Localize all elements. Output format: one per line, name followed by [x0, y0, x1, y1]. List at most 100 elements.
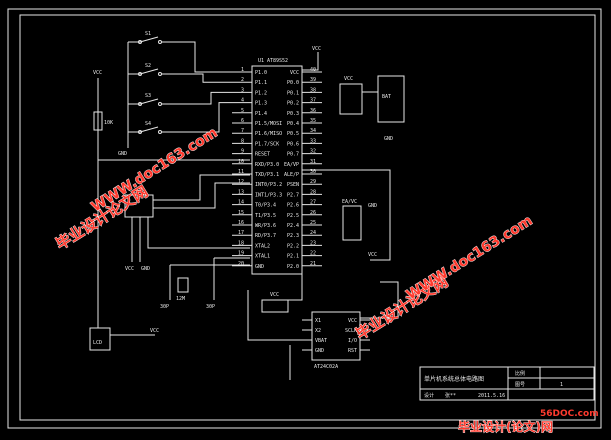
mcu-right-pin-number: 27 — [310, 200, 316, 206]
rtc-vcc-wire — [360, 281, 399, 319]
mcu-left-pin-number: 10 — [238, 159, 244, 165]
mcu-right-pin-name: P2.2 — [287, 243, 299, 249]
connector-vcc-label: VCC — [125, 266, 134, 272]
battery-holder — [377, 75, 405, 123]
switch-contact — [139, 36, 159, 43]
switch-label: S3 — [145, 93, 151, 99]
mcu-left-pin-number: 16 — [238, 220, 244, 226]
mcu-right-pin-number: 28 — [310, 189, 316, 195]
switch-gnd-label: GND — [118, 151, 127, 157]
mcu-left-pin-name: P1.6/MISO — [255, 131, 282, 137]
rtc-left-pin-name: VBAT — [315, 338, 327, 344]
power-gnd-label: GND — [384, 136, 393, 142]
mcu-left-pin-name: INT0/P3.2 — [255, 182, 282, 188]
mcu-left-pin-number: 13 — [238, 189, 244, 195]
lcd-header — [89, 327, 111, 351]
mcu-right-pin-name: P0.7 — [287, 152, 299, 158]
serial-wire-rx — [153, 174, 250, 201]
switch-wire — [161, 41, 232, 73]
mcu-left-pin-number: 7 — [241, 128, 244, 134]
mcu-right-pin-name: P0.3 — [287, 111, 299, 117]
mcu-right-pin-number: 32 — [310, 149, 316, 155]
crystal-label: 12M — [176, 296, 185, 302]
mcu-left-pin-name: P1.5/MOSI — [255, 121, 282, 127]
mcu-left-pin-name: P1.3 — [255, 101, 267, 107]
site-logo-cn: 毕业设计(论文)网 — [458, 419, 553, 434]
mcu-right-pin-number: 21 — [310, 261, 316, 267]
switch-contact — [139, 68, 159, 75]
drawing-title: 单片机系统总体电路图 — [424, 375, 484, 383]
mcu-right-pin-number: 29 — [310, 179, 316, 185]
mcu-right-pin-name: P2.6 — [287, 203, 299, 209]
mcu-vcc-wire — [302, 52, 319, 71]
mcu-right-pin-name: ALE/P — [284, 172, 299, 178]
mcu-right-pin-name: P0.1 — [287, 90, 299, 96]
mcu-right-pin-number: 26 — [310, 210, 316, 216]
rtc-left-wire — [247, 290, 312, 341]
ea-jumper-label: EA/VC — [342, 199, 357, 205]
rtc-left-pin-name: X2 — [315, 328, 321, 334]
mcu-left-pin-name: P1.7/SCK — [255, 141, 279, 147]
ea-gnd-label: GND — [368, 203, 377, 209]
mcu-left-pin-number: 17 — [238, 230, 244, 236]
lcd-label: LCD — [93, 340, 102, 346]
mcu-left-pin-name: P1.4 — [255, 111, 267, 117]
mcu-right-pin-name: P0.6 — [287, 141, 299, 147]
rtc-part: AT24C02A — [314, 364, 338, 370]
mcu-right-pin-number: 33 — [310, 138, 316, 144]
mcu-right-pin-name: EA/VP — [284, 162, 299, 168]
mcu-right-pin-number: 30 — [310, 169, 316, 175]
inner-frame — [19, 14, 596, 421]
battery-label: BAT — [382, 94, 391, 100]
rtc-right-pin-name: RST — [348, 348, 357, 354]
mcu-right-pin-number: 24 — [310, 230, 316, 236]
mcu-left-pin-number: 4 — [241, 98, 244, 104]
connector-gnd-label: GND — [141, 266, 150, 272]
mcu-left-pin-number: 9 — [241, 149, 244, 155]
rtc-left-pin-name: GND — [315, 348, 324, 354]
watermark-url-text: WWW.doc163.com — [89, 125, 221, 216]
switch-contact — [139, 98, 159, 105]
mcu-left-pin-name: XTAL1 — [255, 254, 270, 260]
mcu-right-pin-number: 31 — [310, 159, 316, 165]
mcu-left-pin-number: 11 — [238, 169, 244, 175]
rtc-right-pin-name: I/O — [348, 338, 357, 344]
mcu-left-pin-number: 1 — [241, 67, 244, 73]
drawing-date: 2011.5.16 — [478, 393, 505, 399]
switch-contact — [139, 126, 159, 133]
title-block — [419, 366, 595, 401]
ea-wire — [302, 169, 391, 261]
ea-jumper — [342, 205, 362, 241]
mcu-left-pin-number: 5 — [241, 108, 244, 114]
mcu-left-pin-number: 2 — [241, 77, 244, 83]
mcu-left-pin-name: T0/P3.4 — [255, 203, 276, 209]
switch-terminal — [138, 40, 142, 44]
cap1-label: 30P — [160, 304, 169, 310]
mcu-left-pin-name: RD/P3.7 — [255, 233, 276, 239]
mcu-right-pin-name: P2.4 — [287, 223, 299, 229]
watermark-url-text-2: WWW.doc163.com — [404, 213, 536, 304]
switch-label: S1 — [145, 31, 151, 37]
title-right-mid: 图号 — [515, 382, 525, 388]
mcu-left-pin-name: T1/P3.5 — [255, 213, 276, 219]
mcu-left-pin-name: INT1/P3.3 — [255, 192, 282, 198]
mcu-left-pin-name: RXD/P3.0 — [255, 162, 279, 168]
mcu-right-pin-name: P2.5 — [287, 213, 299, 219]
rtc-left-pin-name: X1 — [315, 318, 321, 324]
designer-label: 设计 — [424, 392, 434, 399]
power-jack — [339, 83, 363, 115]
serial-wire-tx — [153, 182, 250, 209]
mcu-right-pin-name: P2.1 — [287, 254, 299, 260]
connector-j1 — [124, 194, 154, 218]
mcu-left-pin-number: 20 — [238, 261, 244, 267]
ea-vcc-label: VCC — [368, 252, 377, 258]
lcd-vcc-label: VCC — [150, 328, 159, 334]
mcu-right-pin-name: PSEN — [287, 182, 299, 188]
mcu-left-pin-name: TXD/P3.1 — [255, 172, 279, 178]
mcu-right-pin-name: P0.4 — [287, 121, 299, 127]
mcu-right-pin-name: P2.7 — [287, 192, 299, 198]
mcu-left-pin-number: 18 — [238, 240, 244, 246]
rtc-crystal — [261, 299, 289, 313]
power-vcc-label: VCC — [344, 76, 353, 82]
